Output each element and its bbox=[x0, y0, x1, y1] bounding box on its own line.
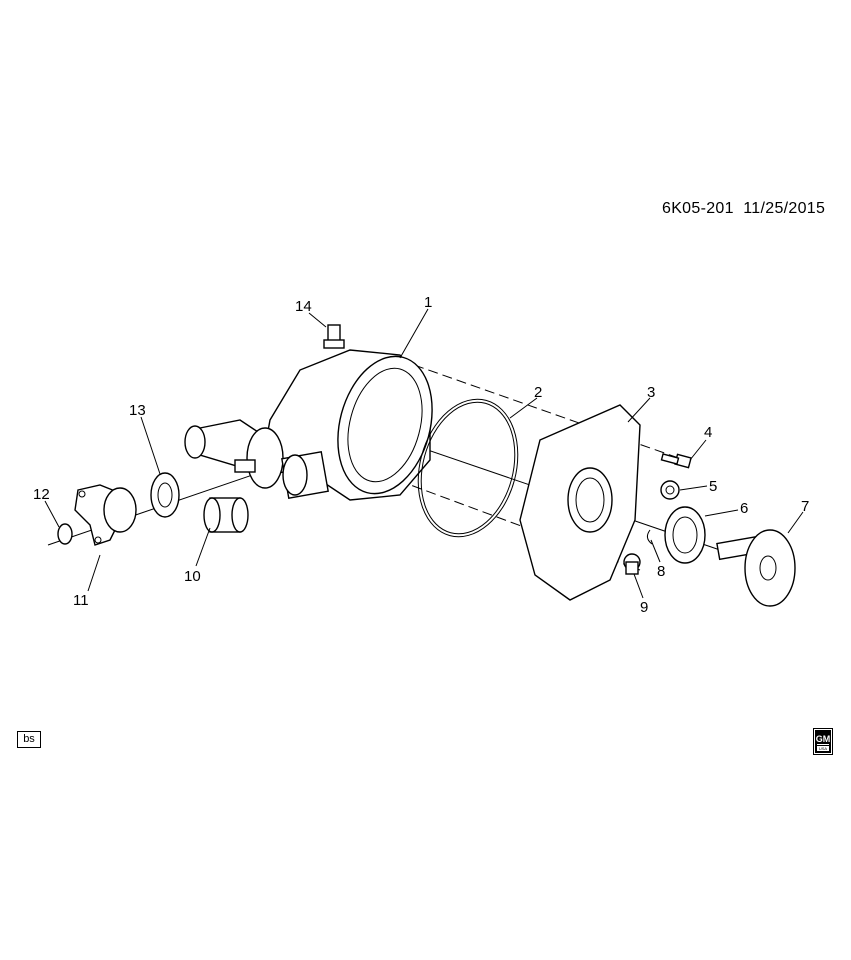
callout-4: 4 bbox=[704, 424, 712, 441]
callout-5: 5 bbox=[709, 478, 717, 495]
callout-8: 8 bbox=[657, 563, 665, 580]
callout-13: 13 bbox=[129, 402, 146, 419]
bolt-alignment-line bbox=[399, 359, 691, 463]
svg-text:USA: USA bbox=[819, 746, 828, 751]
bs-tag: bs bbox=[17, 731, 41, 748]
diagram-date: 11/25/2015 bbox=[743, 200, 826, 217]
callout-6: 6 bbox=[740, 500, 748, 517]
callout-9: 9 bbox=[640, 599, 648, 616]
callout-3: 3 bbox=[647, 384, 655, 401]
part-7-output-shaft[interactable] bbox=[716, 529, 796, 607]
callout-14: 14 bbox=[295, 298, 312, 315]
diagram-code-date: 6K05-201 11/25/2015 bbox=[662, 200, 825, 218]
part-11-flange[interactable] bbox=[74, 484, 137, 546]
part-10-bearing[interactable] bbox=[203, 497, 249, 533]
diagram-code: 6K05-201 bbox=[662, 200, 734, 217]
part-13-pinion-seal[interactable] bbox=[150, 472, 180, 518]
callout-11: 11 bbox=[73, 592, 89, 609]
bolt-alignment-line bbox=[369, 469, 641, 571]
callout-1: 1 bbox=[424, 294, 432, 311]
callout-7: 7 bbox=[801, 498, 809, 515]
part-4-bolt[interactable] bbox=[660, 453, 692, 469]
part-8-retaining-ring[interactable] bbox=[646, 529, 653, 545]
callout-12: 12 bbox=[33, 486, 50, 503]
callout-2: 2 bbox=[534, 384, 542, 401]
part-1-differential-housing[interactable] bbox=[184, 346, 447, 505]
svg-text:GM: GM bbox=[816, 734, 831, 744]
gm-logo: GM USA bbox=[813, 728, 833, 755]
part-5-plug[interactable] bbox=[660, 480, 680, 500]
leader-lines bbox=[44, 308, 804, 599]
part-2-o-ring[interactable] bbox=[404, 388, 533, 548]
part-9-plug[interactable] bbox=[623, 553, 641, 575]
part-12-nut[interactable] bbox=[57, 523, 73, 545]
part-14-vent[interactable] bbox=[323, 324, 345, 349]
part-3-differential-cover[interactable] bbox=[519, 404, 641, 601]
callout-10: 10 bbox=[184, 568, 201, 585]
part-6-seal[interactable] bbox=[664, 506, 706, 564]
part-2-o-ring-inner bbox=[420, 401, 516, 535]
